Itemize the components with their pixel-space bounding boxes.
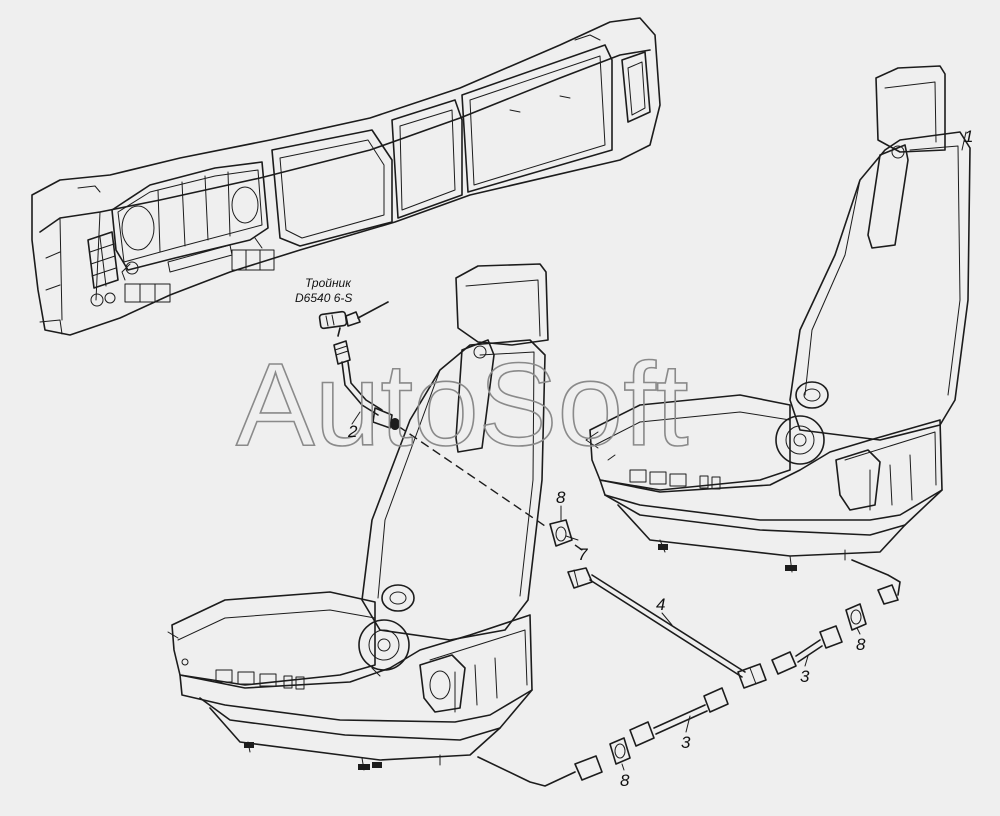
tee-label-line2: D6540 6-S bbox=[295, 291, 352, 305]
seat-front bbox=[167, 263, 549, 771]
hose-3-right bbox=[771, 625, 843, 675]
leader-2 bbox=[351, 411, 361, 425]
callout-8-right: 8 bbox=[856, 635, 866, 654]
connection-line bbox=[397, 425, 549, 529]
tee-fitting bbox=[318, 301, 389, 337]
leader-4 bbox=[661, 612, 673, 626]
watermark: AutoSoft bbox=[236, 339, 689, 471]
leader-8-right bbox=[856, 627, 861, 635]
dashboard bbox=[31, 17, 661, 336]
leader-3-right bbox=[804, 655, 809, 667]
leader-3-lower bbox=[685, 715, 691, 733]
callout-8-top: 8 bbox=[556, 488, 566, 507]
tube-front-seat bbox=[477, 755, 603, 787]
callout-7: 7 bbox=[578, 545, 588, 564]
callout-3-right: 3 bbox=[800, 667, 810, 686]
tube-rear-seat bbox=[851, 559, 901, 605]
nut-8-top bbox=[549, 519, 579, 547]
nut-8-right bbox=[845, 603, 867, 631]
connection-line-7 bbox=[574, 544, 586, 553]
callout-1: 1 bbox=[964, 127, 973, 146]
hose-2 bbox=[333, 340, 400, 430]
nut-8-lower bbox=[609, 737, 631, 765]
leader-1 bbox=[961, 131, 967, 151]
leader-8-lower bbox=[621, 763, 625, 771]
tee-label-line1: Тройник bbox=[305, 276, 352, 290]
seat-rear bbox=[585, 65, 971, 573]
tube-4 bbox=[567, 567, 767, 689]
callout-8-lower: 8 bbox=[620, 771, 630, 790]
callout-4: 4 bbox=[656, 595, 665, 614]
callout-3-lower: 3 bbox=[681, 733, 691, 752]
callout-2: 2 bbox=[347, 422, 358, 441]
hose-3-lower bbox=[629, 687, 729, 747]
